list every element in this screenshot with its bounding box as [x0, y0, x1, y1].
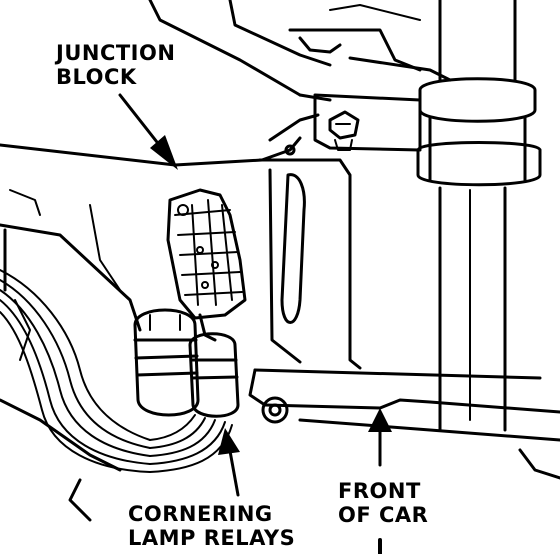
upper-bracket [148, 0, 452, 156]
junction-block-label-line1: JUNCTION [56, 41, 176, 65]
front-of-car-arrow [368, 408, 392, 554]
front-of-car-label-line2: OF CAR [338, 503, 429, 527]
lower-rail [248, 158, 560, 480]
junction-block-arrow [118, 93, 178, 170]
wiring-harness [0, 269, 233, 473]
cornering-lamp-relays-label-line2: LAMP RELAYS [128, 526, 296, 550]
cornering-lamp-relays [133, 308, 240, 418]
front-of-car-label-line1: FRONT [338, 479, 421, 503]
junction-block [166, 188, 247, 342]
junction-block-label: JUNCTION BLOCK [56, 41, 175, 89]
junction-block-label-line2: BLOCK [56, 65, 137, 89]
cornering-relays-arrow [218, 428, 240, 497]
cornering-lamp-relays-label-line1: CORNERING [128, 502, 273, 526]
cornering-lamp-relays-label: CORNERING LAMP RELAYS [128, 502, 295, 550]
strut-pillar [416, 0, 542, 432]
front-of-car-label: FRONT OF CAR [338, 479, 428, 527]
